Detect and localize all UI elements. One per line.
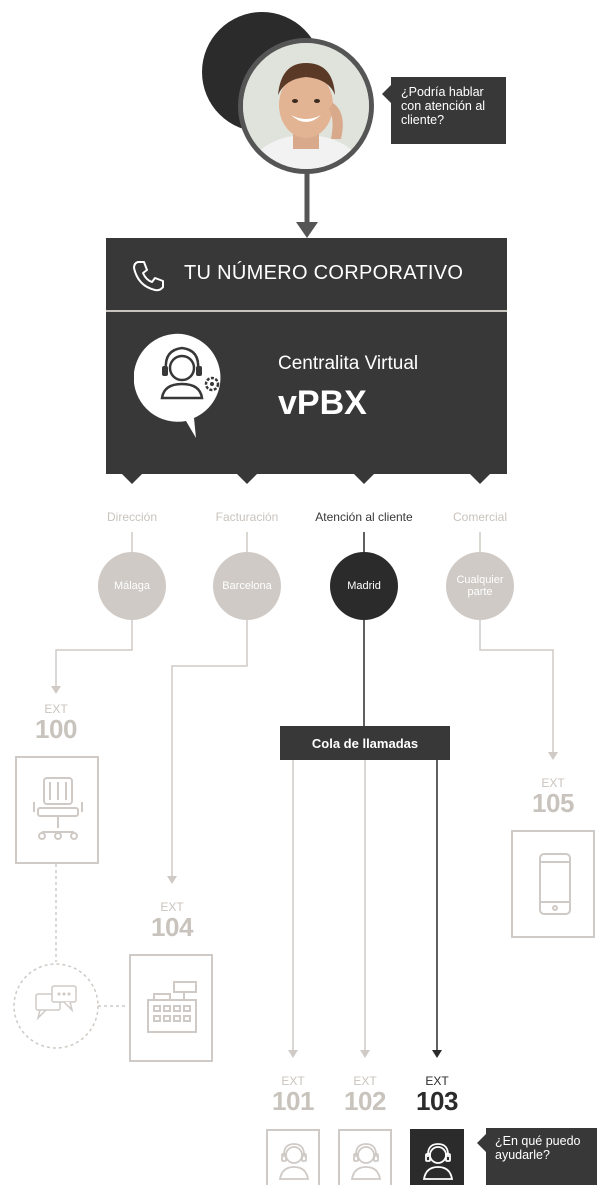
city-node[interactable]: Barcelona xyxy=(213,552,281,620)
ext-label: EXT xyxy=(44,702,68,716)
ext-label: EXT xyxy=(281,1074,305,1088)
extension-device-box xyxy=(511,830,595,938)
header-divider xyxy=(106,310,507,312)
ext-number: 102 xyxy=(344,1086,386,1116)
ext-number: 105 xyxy=(532,788,574,818)
support-agent-icon xyxy=(134,333,221,438)
cash-register-icon xyxy=(147,981,197,1033)
ext-label: EXT xyxy=(160,900,184,914)
ext-number: 101 xyxy=(272,1086,314,1116)
ext-number: 104 xyxy=(151,912,193,942)
corporate-number-title: TU NÚMERO CORPORATIVO xyxy=(184,262,464,284)
department-label: Atención al cliente xyxy=(315,510,413,524)
call-queue-label: Cola de llamadas xyxy=(311,735,419,751)
city-label: Cualquier parte xyxy=(456,574,504,598)
agent-speech-bubble: ¿En qué puedo ayudarle? xyxy=(477,1128,597,1185)
agent-speech-text: ¿En qué puedo ayudarle? xyxy=(495,1134,581,1162)
header-notch-4 xyxy=(470,474,490,484)
extension-device-box xyxy=(266,1129,320,1185)
caller-speech-text: ¿Podría hablar con atención al cliente? xyxy=(401,85,486,127)
headset-agent-icon xyxy=(422,1143,454,1180)
ext-number: 100 xyxy=(35,714,77,744)
caller-speech-bubble: ¿Podría hablar con atención al cliente? xyxy=(382,77,506,144)
header-notch-2 xyxy=(237,474,257,484)
extension-device-box xyxy=(338,1129,392,1185)
department-label: Facturación xyxy=(215,510,279,524)
extension-device-box xyxy=(129,954,213,1062)
phone-icon xyxy=(133,261,164,292)
mobile-phone-icon xyxy=(539,853,571,915)
caller-photo xyxy=(238,38,374,174)
department-label: Comercial xyxy=(452,510,507,524)
header-notch-3 xyxy=(354,474,374,484)
ext-number: 103 xyxy=(416,1086,458,1116)
city-node[interactable]: Madrid xyxy=(330,552,398,620)
extension-device-box xyxy=(410,1129,464,1185)
chat-bubbles-icon xyxy=(35,985,77,1021)
city-node[interactable]: Cualquier parte xyxy=(446,552,514,620)
call-queue: Cola de llamadas xyxy=(280,726,450,760)
headset-agent-icon xyxy=(350,1143,382,1180)
person-portrait-icon xyxy=(243,43,369,169)
chat-circle xyxy=(13,963,99,1049)
ext-label: EXT xyxy=(353,1074,377,1088)
department-label: Dirección xyxy=(106,510,157,524)
headset-agent-icon xyxy=(278,1143,310,1180)
city-node[interactable]: Málaga xyxy=(98,552,166,620)
ext-label: EXT xyxy=(541,776,565,790)
corporate-number-panel: TU NÚMERO CORPORATIVO Centralita Virtual… xyxy=(106,238,507,474)
city-label: Madrid xyxy=(347,580,381,592)
extension-device-box xyxy=(15,756,99,864)
pbx-name: vPBX xyxy=(278,384,367,422)
office-chair-icon xyxy=(33,777,83,840)
pbx-subtitle: Centralita Virtual xyxy=(278,353,419,374)
ext-label: EXT xyxy=(425,1074,449,1088)
city-label: Málaga xyxy=(113,580,151,592)
header-notch-1 xyxy=(122,474,142,484)
caller-arrow-head xyxy=(296,222,318,238)
city-label: Barcelona xyxy=(222,580,272,592)
